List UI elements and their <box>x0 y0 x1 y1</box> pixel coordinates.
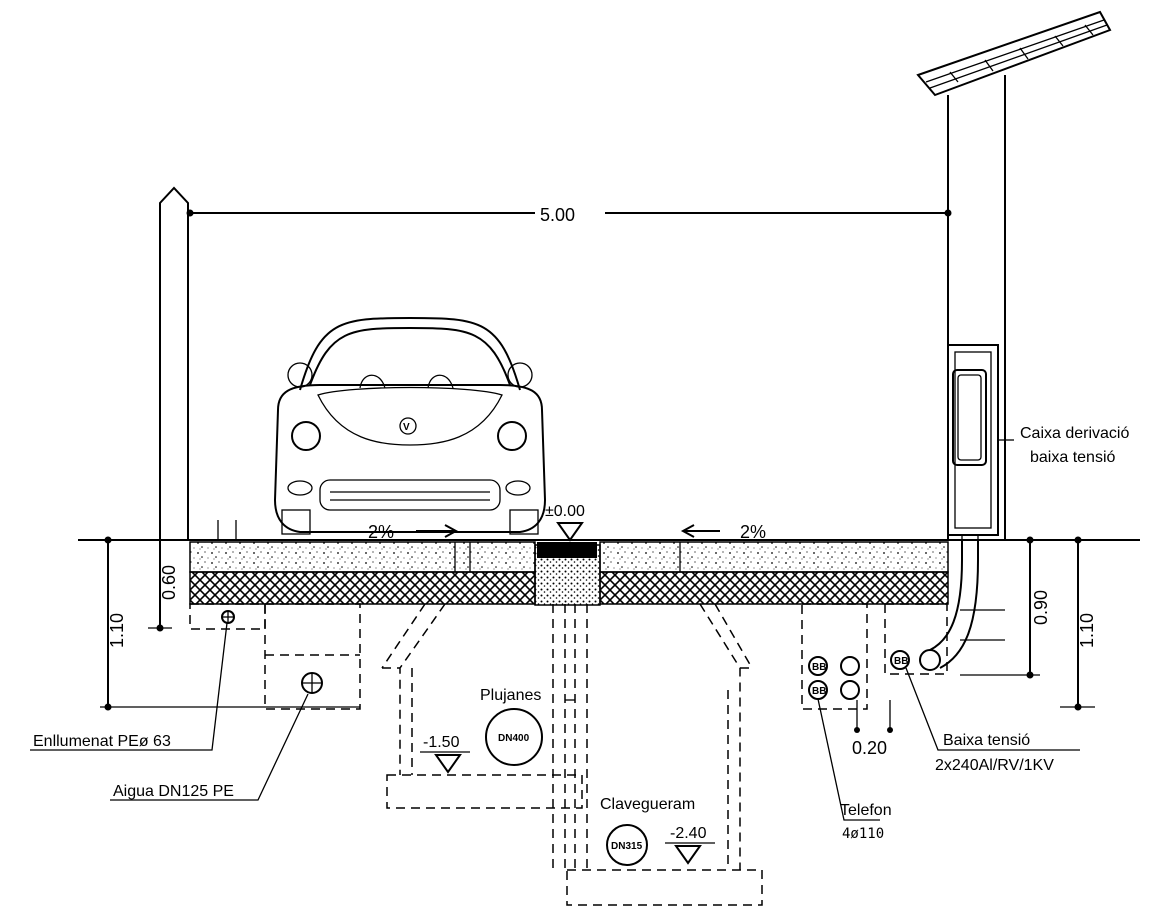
svg-text:BB: BB <box>894 656 908 667</box>
caixa-label-line2: baixa tensió <box>1030 449 1115 466</box>
clavegueram-code: DN315 <box>611 841 643 852</box>
telefon-label-line1: Telefon <box>840 802 892 819</box>
clavegueram-sewer: DN315 Clavegueram -2.40 <box>552 603 763 906</box>
left-depth-dimensions: 1.10 0.60 <box>78 536 360 711</box>
baixa-label-line1: Baixa tensió <box>943 732 1030 749</box>
plujanes-title: Plujanes <box>480 687 541 704</box>
level-zero-label: ±0.00 <box>545 503 585 520</box>
right-gap-dimension: 0.20 <box>852 700 893 758</box>
right-slope-label: 2% <box>740 522 766 542</box>
left-depth-total-label: 1.10 <box>107 613 127 648</box>
electrical-box <box>947 344 1014 536</box>
overall-width-label: 5.00 <box>540 205 575 225</box>
caixa-label-line1: Caixa derivació <box>1020 425 1129 442</box>
gap-label: 0.20 <box>852 738 887 758</box>
caixa-derivacio-callout: Caixa derivació baixa tensió <box>1020 425 1129 466</box>
baixa-tensio-callout: Baixa tensió 2x240Al/RV/1KV <box>905 667 1080 774</box>
car-front-view: V <box>273 316 547 535</box>
level-zero-marker: ±0.00 <box>545 503 585 542</box>
telefon-callout: Telefon 4ø110 <box>817 698 892 842</box>
pavement-section <box>189 520 949 606</box>
clavegueram-title: Clavegueram <box>600 796 695 813</box>
right-utility-trenches: BB BB BB <box>801 535 1005 710</box>
right-depth-dimensions: 0.90 1.10 <box>960 536 1097 711</box>
svg-text:BB: BB <box>812 662 826 673</box>
lamp-post <box>159 186 189 540</box>
left-slope-label: 2% <box>368 522 394 542</box>
plujanes-code: DN400 <box>498 733 530 744</box>
overall-width-dimension: 5.00 <box>186 205 952 225</box>
enllumenat-label: Enllumenat PEø 63 <box>33 733 171 750</box>
enllumenat-callout: Enllumenat PEø 63 <box>30 622 228 751</box>
plujanes-drain: DN400 Plujanes -1.50 <box>381 603 583 809</box>
baixa-label-line2: 2x240Al/RV/1KV <box>935 757 1054 774</box>
left-slope-indicator: 2% <box>368 522 459 542</box>
telefon-label-line2: 4ø110 <box>842 826 884 842</box>
right-depth-partial-label: 0.90 <box>1031 590 1051 625</box>
left-utility-trenches <box>189 603 361 710</box>
right-slope-indicator: 2% <box>680 522 766 542</box>
right-depth-total-label: 1.10 <box>1077 613 1097 648</box>
clavegueram-level-label: -2.40 <box>670 825 707 842</box>
plujanes-level-label: -1.50 <box>423 734 460 751</box>
left-depth-partial-label: 0.60 <box>159 565 179 600</box>
svg-text:BB: BB <box>812 686 826 697</box>
svg-text:V: V <box>403 422 410 433</box>
aigua-label: Aigua DN125 PE <box>113 783 234 800</box>
aigua-callout: Aigua DN125 PE <box>110 693 309 801</box>
